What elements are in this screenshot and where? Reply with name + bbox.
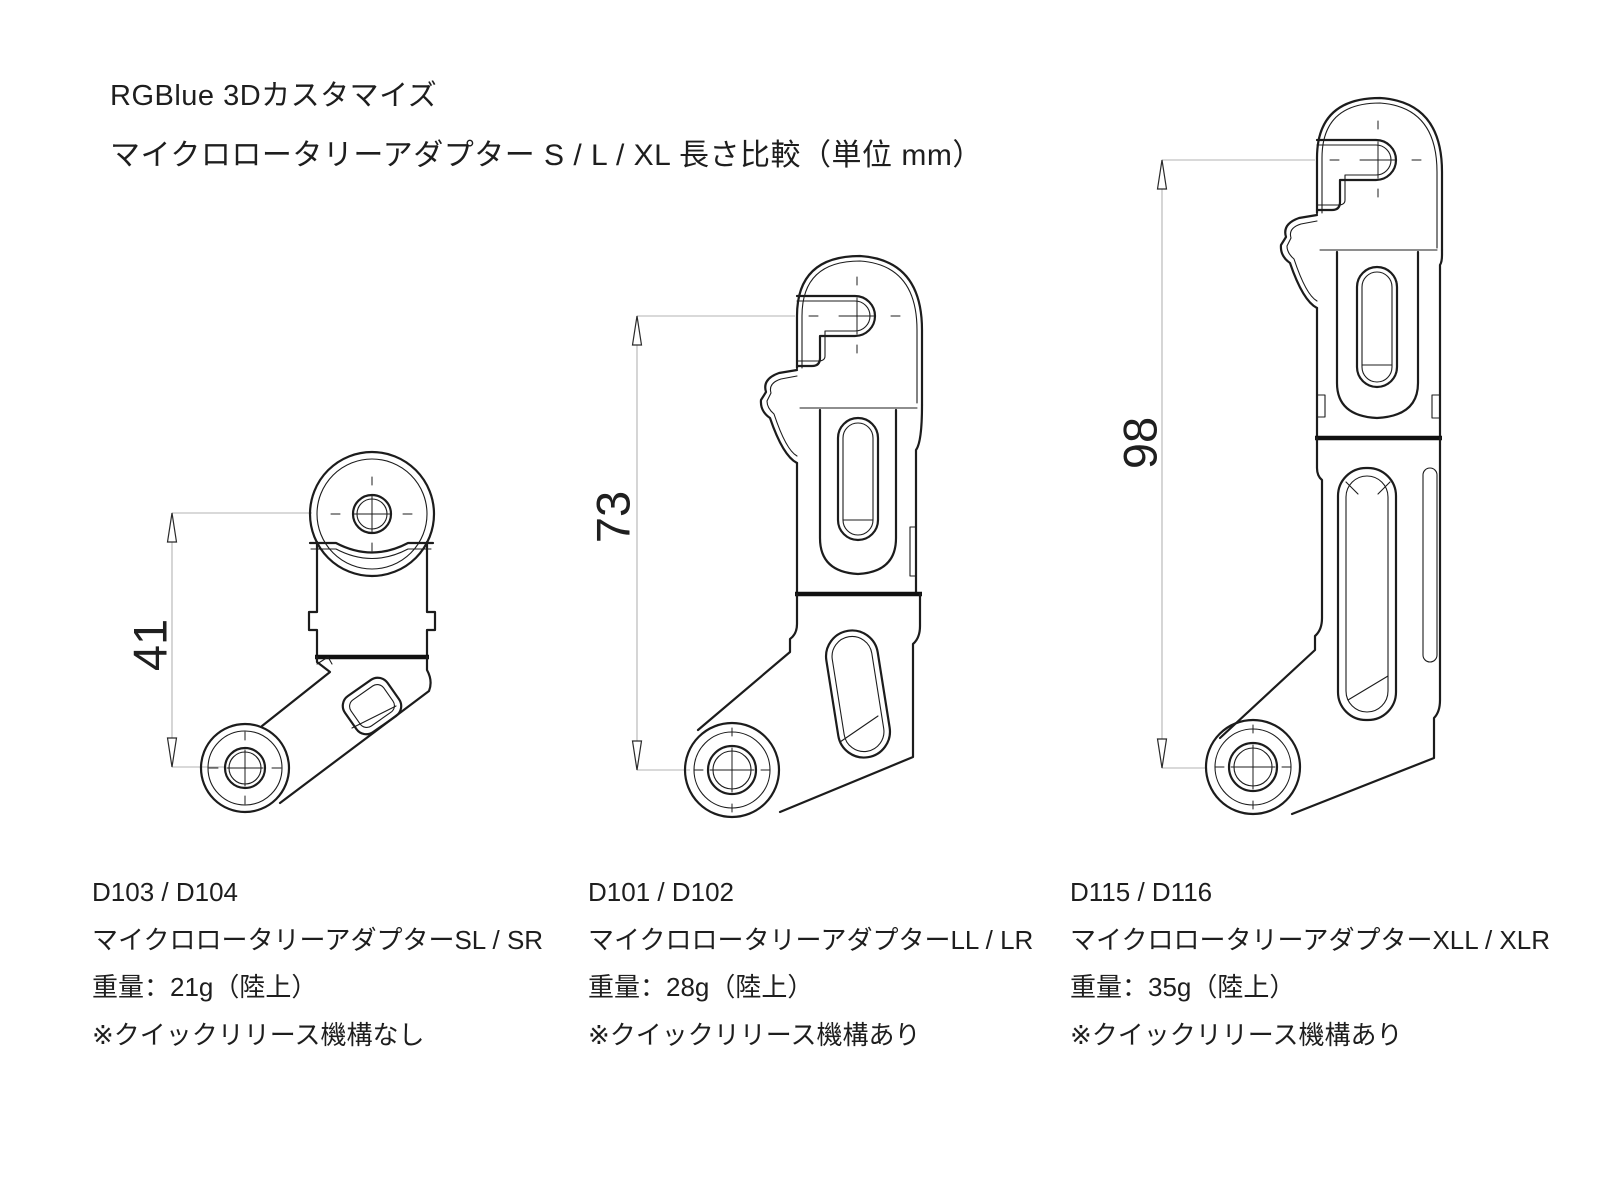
dimension-73: 73: [587, 315, 795, 771]
product-name: マイクロロータリーアダプターXLL / XLR: [1070, 924, 1550, 955]
dimension-arrow-up-icon: [1156, 159, 1168, 190]
page-subtitle: マイクロロータリーアダプター S / L / XL 長さ比較（単位 mm）: [110, 139, 983, 172]
dimension-arrow-up-icon: [166, 512, 178, 543]
product-note: ※クイックリリース機構なし: [92, 1019, 425, 1050]
product-weight: 重量：21g（陸上）: [92, 972, 318, 1002]
product-spec-xl: D115 / D116 マイクロロータリーアダプターXLL / XLR 重量：3…: [1070, 869, 1550, 1059]
product-name: マイクロロータリーアダプターSL / SR: [92, 924, 544, 955]
dimension-arrow-down-icon: [1156, 738, 1168, 769]
product-weight: 重量：35g（陸上）: [1070, 972, 1296, 1002]
product-spec-l: D101 / D102 マイクロロータリーアダプターLL / LR 重量：28g…: [588, 869, 1058, 1059]
adapter-s-drawing: [199, 450, 437, 814]
product-spec-s: D103 / D104 マイクロロータリーアダプターSL / SR 重量：21g…: [92, 869, 562, 1059]
adapter-l-drawing: [683, 254, 924, 819]
page-title: RGBlue 3Dカスタマイズ: [110, 80, 438, 112]
dimension-arrow-up-icon: [631, 315, 643, 346]
product-note: ※クイックリリース機構あり: [1070, 1019, 1403, 1050]
product-model: D101 / D102: [588, 877, 734, 907]
product-model: D115 / D116: [1070, 877, 1213, 907]
dimension-98: 98: [1114, 159, 1315, 769]
product-model: D103 / D104: [92, 877, 238, 907]
dimension-arrow-down-icon: [166, 737, 178, 768]
dimension-41: 41: [124, 512, 312, 768]
dimension-arrow-down-icon: [631, 740, 643, 771]
dimension-label-xl: 98: [1114, 417, 1167, 469]
dimension-label-s: 41: [124, 619, 177, 671]
product-weight: 重量：28g（陸上）: [588, 972, 814, 1002]
adapter-xl-drawing: [1204, 96, 1444, 816]
dimension-label-l: 73: [587, 491, 640, 543]
product-name: マイクロロータリーアダプターLL / LR: [588, 924, 1034, 955]
product-note: ※クイックリリース機構あり: [588, 1019, 921, 1050]
